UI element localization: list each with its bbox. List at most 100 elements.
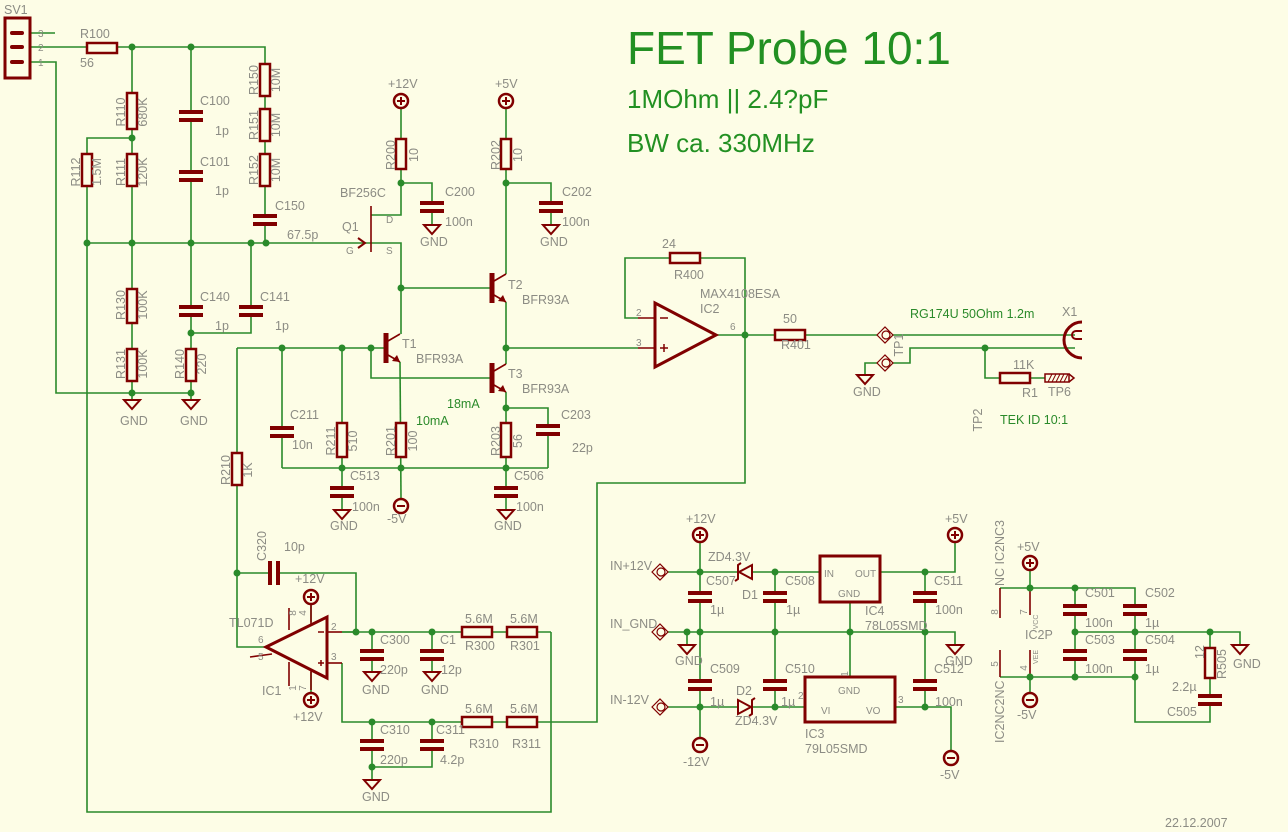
capacitor bbox=[268, 561, 280, 585]
label-parts-r301-ref: R301 bbox=[510, 639, 540, 653]
label-parts-c141-value: 1p bbox=[275, 319, 289, 333]
label-parts-r210-value: 1K bbox=[241, 462, 255, 478]
label-nets-gnd: GND bbox=[1233, 657, 1261, 671]
tp-ring bbox=[656, 702, 666, 712]
capacitor bbox=[913, 591, 937, 603]
label-parts-ic3-pins-0: GND bbox=[838, 686, 860, 697]
capacitor bbox=[1063, 604, 1087, 616]
wire bbox=[370, 348, 492, 379]
resistor-body bbox=[505, 715, 539, 729]
label-parts-c100-ref: C100 bbox=[200, 94, 230, 108]
label-nets-gnd: GND bbox=[945, 654, 973, 668]
label-nets-gnd: GND bbox=[362, 790, 390, 804]
label-parts-c150-value: 67.5p bbox=[287, 228, 318, 242]
ground-icon bbox=[361, 779, 383, 791]
capacitor-gap bbox=[179, 307, 203, 315]
label-parts-ic2-pins-2: 6 bbox=[730, 322, 736, 333]
junction-dot bbox=[741, 331, 749, 339]
junction-dot bbox=[1131, 628, 1139, 636]
label-parts-q1-value: BF256C bbox=[340, 186, 386, 200]
junctions bbox=[83, 43, 1214, 771]
label-parts-ic3-ref: IC3 bbox=[805, 727, 825, 741]
junction-dot bbox=[428, 718, 436, 726]
resistor bbox=[184, 347, 198, 383]
label-parts-ic2-value: MAX4108ESA bbox=[700, 287, 781, 301]
junction-dot bbox=[696, 568, 704, 576]
label-parts-ic4-pins-1: OUT bbox=[855, 569, 876, 580]
label-parts-r301-value: 5.6M bbox=[510, 612, 538, 626]
label-parts-c211-value: 10n bbox=[292, 438, 313, 452]
label-parts-c501-ref: C501 bbox=[1085, 586, 1115, 600]
label-parts-c512-value: 100n bbox=[935, 695, 963, 709]
label-parts-c310-ref: C310 bbox=[380, 723, 410, 737]
label-parts-ic2p-pins-3: 4 bbox=[1019, 665, 1030, 671]
label-parts-c200-value: 100n bbox=[445, 215, 473, 229]
resistor-body bbox=[230, 451, 244, 487]
junction-dot bbox=[502, 179, 510, 187]
label-parts-ic3-pins-3: 1 bbox=[840, 671, 851, 677]
label-annotations-i18: 18mA bbox=[447, 397, 480, 411]
ground-icon bbox=[1229, 644, 1251, 656]
label-parts-ic4-pins-0: IN bbox=[824, 569, 834, 580]
tp-ring bbox=[656, 567, 666, 577]
capacitor bbox=[688, 679, 712, 691]
label-nets-p5: +5V bbox=[1017, 540, 1040, 554]
resistor-body bbox=[125, 152, 139, 188]
label-nets-p12: +12V bbox=[293, 710, 323, 724]
label-parts-t1-value: BFR93A bbox=[416, 352, 464, 366]
transistor-t3 bbox=[489, 363, 507, 393]
wire bbox=[372, 722, 433, 768]
label-parts-c502-ref: C502 bbox=[1145, 586, 1175, 600]
label-parts-r300-value: 5.6M bbox=[465, 612, 493, 626]
capacitor bbox=[688, 591, 712, 603]
junction-dot bbox=[696, 628, 704, 636]
opamp-symbol bbox=[653, 300, 720, 370]
regulator-ic3 bbox=[803, 675, 897, 724]
ground-icon bbox=[495, 509, 517, 521]
label-parts-c510-ref: C510 bbox=[785, 662, 815, 676]
label-parts-ic3-value: 79L05SMD bbox=[805, 742, 868, 756]
label-parts-r210-ref: R210 bbox=[219, 455, 233, 485]
junction-dot bbox=[683, 628, 691, 636]
label-parts-c100-value: 1p bbox=[215, 124, 229, 138]
resistor bbox=[85, 41, 119, 55]
resistor bbox=[80, 152, 94, 188]
zener-d2 bbox=[737, 697, 756, 717]
ground-icon bbox=[676, 644, 698, 656]
label-parts-r140-ref: R140 bbox=[173, 349, 187, 379]
resistor bbox=[1203, 646, 1217, 680]
label-parts-ic4-value: 78L05SMD bbox=[865, 619, 928, 633]
label-parts-c503-value: 100n bbox=[1085, 662, 1113, 676]
resistor-body bbox=[335, 421, 349, 459]
resistor bbox=[505, 715, 539, 729]
label-parts-d1-value: ZD4.3V bbox=[708, 550, 751, 564]
jfet-gate-arrow bbox=[357, 237, 367, 249]
junction-dot bbox=[352, 628, 360, 636]
capacitor bbox=[420, 739, 444, 751]
resistor-body bbox=[668, 251, 702, 265]
label-parts-sv1-pins-2: 1 bbox=[38, 58, 44, 69]
resistor-body bbox=[1203, 646, 1217, 680]
capacitor-gap bbox=[360, 651, 384, 659]
label-parts-r201-ref: R201 bbox=[384, 426, 398, 456]
resistor bbox=[258, 152, 272, 188]
supply-plus-icon bbox=[1021, 554, 1039, 572]
capacitor-gap bbox=[253, 216, 277, 224]
junction-dot bbox=[262, 239, 270, 247]
schematic-subtitle-impedance: 1MOhm || 2.4?pF bbox=[627, 84, 828, 114]
label-parts-c503-ref: C503 bbox=[1085, 633, 1115, 647]
label-parts-r1-value: 11K bbox=[1013, 358, 1035, 372]
junction-dot bbox=[846, 628, 854, 636]
junction-dot bbox=[502, 464, 510, 472]
label-parts-ic2-pins-0: 2 bbox=[636, 308, 642, 319]
capacitor-gap bbox=[239, 307, 263, 315]
label-parts-tp2-ref: TP2 bbox=[971, 408, 985, 431]
junction-dot bbox=[338, 464, 346, 472]
label-parts-c310-value: 220p bbox=[380, 753, 408, 767]
junction-dot bbox=[83, 239, 91, 247]
resistor bbox=[499, 421, 513, 459]
supply-plus-icon bbox=[497, 92, 515, 110]
resistor bbox=[394, 421, 408, 459]
label-parts-q1-pins-1: G bbox=[346, 246, 354, 257]
label-nets-in_p12: IN+12V bbox=[610, 559, 653, 573]
